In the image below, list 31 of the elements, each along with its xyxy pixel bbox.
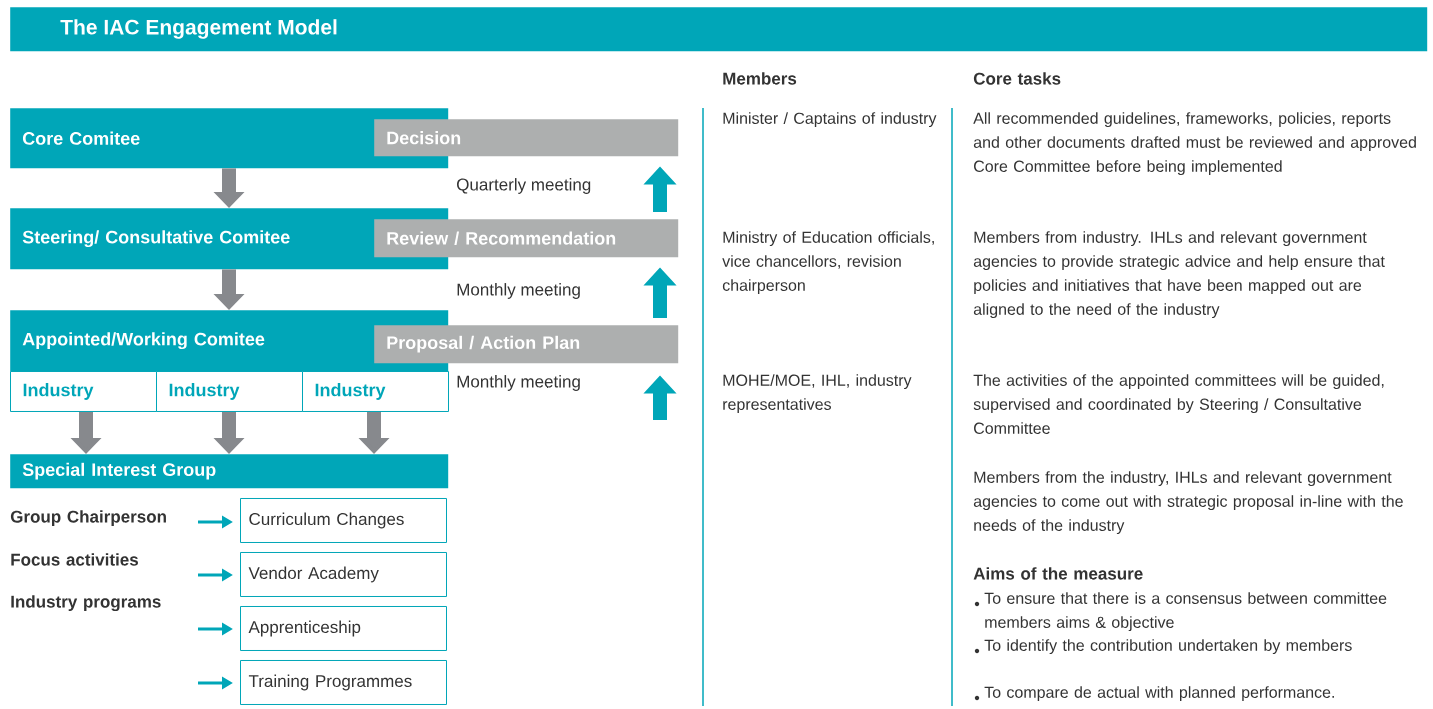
column-heading: Core tasks xyxy=(973,72,1061,85)
stage-bar: Decision xyxy=(374,119,679,157)
side-label: Focus activities xyxy=(11,553,138,566)
body-text: Members from the industry, IHLs and relevant government agencies to come out with strategic proposal in-line with the needs of the industry xyxy=(973,471,1403,535)
stage-bar: Review / Recommendation xyxy=(374,219,679,258)
column-heading: Members xyxy=(723,72,797,85)
body-text: Ministry of Education officials, vice chancellors, revision chairperson xyxy=(722,231,934,295)
title: The IAC Engagement Model xyxy=(60,19,337,39)
activity-box: Curriculum Changes xyxy=(240,498,447,543)
edge-label: Monthly meeting xyxy=(455,282,582,300)
industry-box: Industry xyxy=(156,371,303,412)
industry-box: Industry xyxy=(302,371,449,412)
committee-box: Special Interest Group xyxy=(10,454,449,489)
subheading: Aims of the measure xyxy=(973,567,1143,580)
body-text: MOHE/MOE, IHL, industry representatives xyxy=(723,374,912,414)
industry-box: Industry xyxy=(10,371,157,412)
activity-box: Training Programmes xyxy=(240,660,447,705)
body-text: Minister / Captains of industry xyxy=(723,112,937,128)
body-text: Members from industry. IHLs and relevant government agencies to provide strategic advice and help ensure that policies and initiatives that have been mapped out are aligned to the need of the industry xyxy=(973,231,1385,319)
bullet-text: To ensure that there is a consensus between committee members aims & objective xyxy=(984,592,1387,632)
bullet-text: To identify the contribution undertaken by members xyxy=(984,639,1352,655)
edge-label: Quarterly meeting xyxy=(455,177,593,195)
body-text: The activities of the appointed committees will be guided, supervised and coordinated by Steering / Consultative Committee xyxy=(973,374,1384,434)
activity-box: Vendor Academy xyxy=(240,552,447,597)
body-text: All recommended guidelines, frameworks, policies, reports and other documents drafted must be reviewed and approved Core Committee before being implemented xyxy=(973,112,1416,176)
side-label: Group Chairperson xyxy=(10,510,166,527)
activity-box: Apprenticeship xyxy=(240,606,447,651)
bullet-text: To compare de actual with planned performance. xyxy=(984,686,1334,702)
side-label: Industry programs xyxy=(11,595,161,612)
stage-bar: Proposal / Action Plan xyxy=(374,325,679,364)
edge-label: Monthly meeting xyxy=(455,374,582,392)
